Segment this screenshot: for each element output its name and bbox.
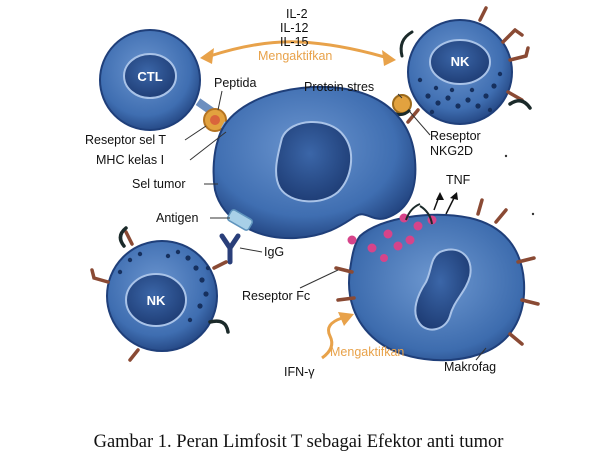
- activation-arrow-top: [200, 40, 396, 66]
- cytokine-list: IL-2 IL-12 IL-15: [280, 7, 309, 49]
- macrophage-cell: [334, 198, 540, 362]
- nk-top-label: NK: [451, 54, 470, 69]
- cytokine-label: IL-12: [280, 21, 309, 35]
- label-ifn-gamma: IFN-γ: [284, 365, 315, 379]
- label-sel-tumor: Sel tumor: [132, 177, 186, 191]
- label-igg: IgG: [264, 245, 284, 259]
- label-reseptor-sel-t: Reseptor sel T: [85, 133, 166, 147]
- label-protein-stres: Protein stres: [304, 80, 374, 94]
- figure-caption: Gambar 1. Peran Limfosit T sebagai Efekt…: [93, 432, 504, 452]
- label-tnf: TNF: [446, 173, 471, 187]
- activate-label-top: Mengaktifkan: [258, 49, 332, 63]
- nk-cell-bottom: NK: [90, 226, 230, 362]
- label-mhc-kelas-i: MHC kelas I: [96, 153, 164, 167]
- nk-bottom-label: NK: [147, 293, 166, 308]
- cytokine-label: IL-2: [286, 7, 308, 21]
- cytokine-label: IL-15: [280, 35, 309, 49]
- label-reseptor-fc: Reseptor Fc: [242, 289, 310, 303]
- activation-arrow-bottom: [321, 312, 354, 360]
- antibody-complex: [219, 209, 254, 265]
- label-reseptor-nkg2d-2: NKG2D: [430, 144, 473, 158]
- activate-label-bottom: Mengaktifkan: [330, 345, 404, 359]
- label-antigen: Antigen: [156, 211, 198, 225]
- label-reseptor-nkg2d-1: Reseptor: [430, 129, 481, 143]
- tumor-cell: [212, 85, 417, 240]
- ctl-cell: CTL: [99, 29, 201, 131]
- ctl-label: CTL: [137, 69, 162, 84]
- label-peptida: Peptida: [214, 76, 256, 90]
- label-makrofag: Makrofag: [444, 360, 496, 374]
- nk-cell-top: NK: [399, 6, 532, 125]
